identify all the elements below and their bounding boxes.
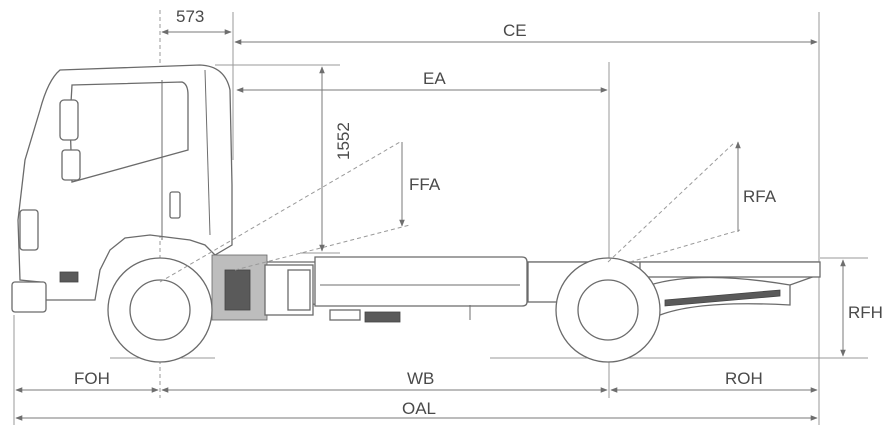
dimension-lines: [15, 29, 846, 421]
label-oal: OAL: [402, 399, 436, 418]
fuel-tank: [314, 256, 528, 307]
rear-wheel: [555, 257, 661, 363]
label-ea: EA: [423, 69, 446, 88]
label-rfh: RFH: [848, 303, 883, 322]
mirror-arm: [61, 149, 81, 181]
label-1552: 1552: [334, 122, 353, 160]
label-foh: FOH: [74, 369, 110, 388]
front-bumper: [11, 281, 47, 313]
front-wheel: [107, 257, 213, 363]
dimension-labels: 573 CE EA 1552 FFA RFA RFH FOH WB ROH OA…: [74, 7, 883, 418]
front-step: [59, 271, 79, 283]
label-ffa: FFA: [409, 175, 441, 194]
label-rfa: RFA: [743, 187, 777, 206]
label-roh: ROH: [725, 369, 763, 388]
door-handle: [169, 191, 181, 219]
label-ce: CE: [503, 21, 527, 40]
side-mirror: [59, 99, 79, 141]
cab-window: [69, 81, 189, 183]
headlight: [19, 209, 39, 251]
label-573: 573: [176, 7, 204, 26]
label-wb: WB: [407, 369, 434, 388]
truck-chassis-drawing: [11, 64, 821, 363]
